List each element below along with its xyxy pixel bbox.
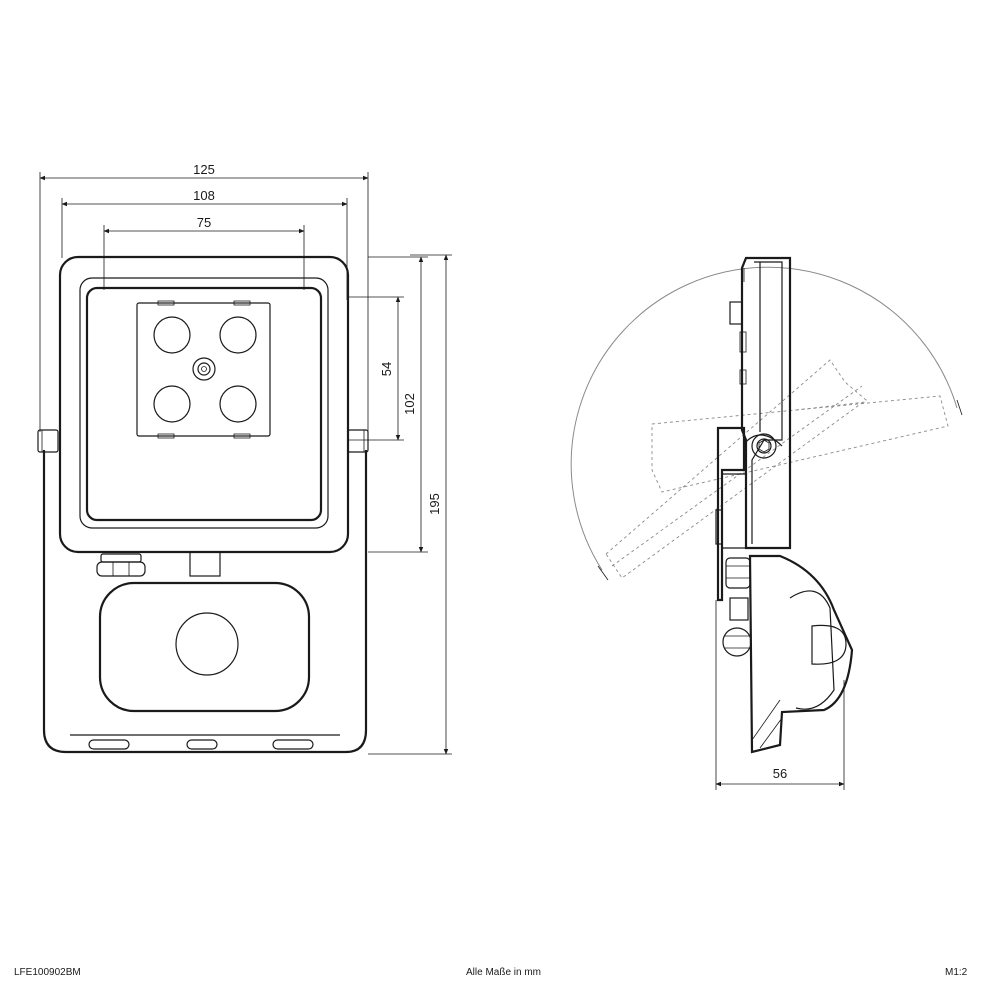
motion-sensor-lens xyxy=(175,612,239,676)
side-view: 56 xyxy=(570,256,963,790)
dim-frame-width: 108 xyxy=(193,188,215,203)
lamp-housing xyxy=(58,255,350,554)
front-dimensions: 125 108 75 54 102 195 xyxy=(39,162,452,755)
article-number: LFE100902BM xyxy=(14,967,81,978)
center-screw-icon xyxy=(192,357,216,381)
front-view xyxy=(37,255,369,754)
dim-total-height: 195 xyxy=(427,493,442,515)
units-note: Alle Maße in mm xyxy=(466,967,542,978)
bracket-slot-left xyxy=(88,739,130,750)
bracket-slot-middle xyxy=(186,739,218,750)
dim-total-width: 125 xyxy=(193,162,215,177)
led-module xyxy=(136,302,271,437)
bracket-slot-right xyxy=(272,739,314,750)
mounting-bracket xyxy=(42,450,368,754)
lamp-glass xyxy=(85,286,323,522)
pivot-knob-right xyxy=(347,429,369,453)
tilt-position-2 xyxy=(651,395,949,493)
lamp-head-side xyxy=(740,256,792,550)
pivot-knob-left xyxy=(37,429,59,453)
dim-head-height: 102 xyxy=(402,393,417,415)
dim-led-height: 54 xyxy=(379,362,394,376)
tilt-position-1 xyxy=(605,359,867,579)
scale-label: M1:2 xyxy=(945,967,968,978)
bracket-side xyxy=(716,426,746,602)
led-top-right xyxy=(219,316,257,354)
pivot-screw-icon xyxy=(751,433,777,459)
led-bottom-right xyxy=(219,385,257,423)
cable-neck xyxy=(189,551,221,577)
cable-gland-icon xyxy=(96,553,146,577)
cable-gland-side xyxy=(725,557,751,589)
dim-depth: 56 xyxy=(773,766,787,781)
motion-sensor-side xyxy=(748,554,854,754)
dim-led-width: 75 xyxy=(197,215,211,230)
side-bolt-icon xyxy=(722,627,752,657)
lamp-frame xyxy=(79,277,329,529)
sensor-lens-side xyxy=(811,624,847,665)
led-bottom-left xyxy=(153,385,191,423)
led-top-left xyxy=(153,316,191,354)
motion-sensor-housing xyxy=(98,581,311,713)
rotation-arc xyxy=(570,266,958,571)
